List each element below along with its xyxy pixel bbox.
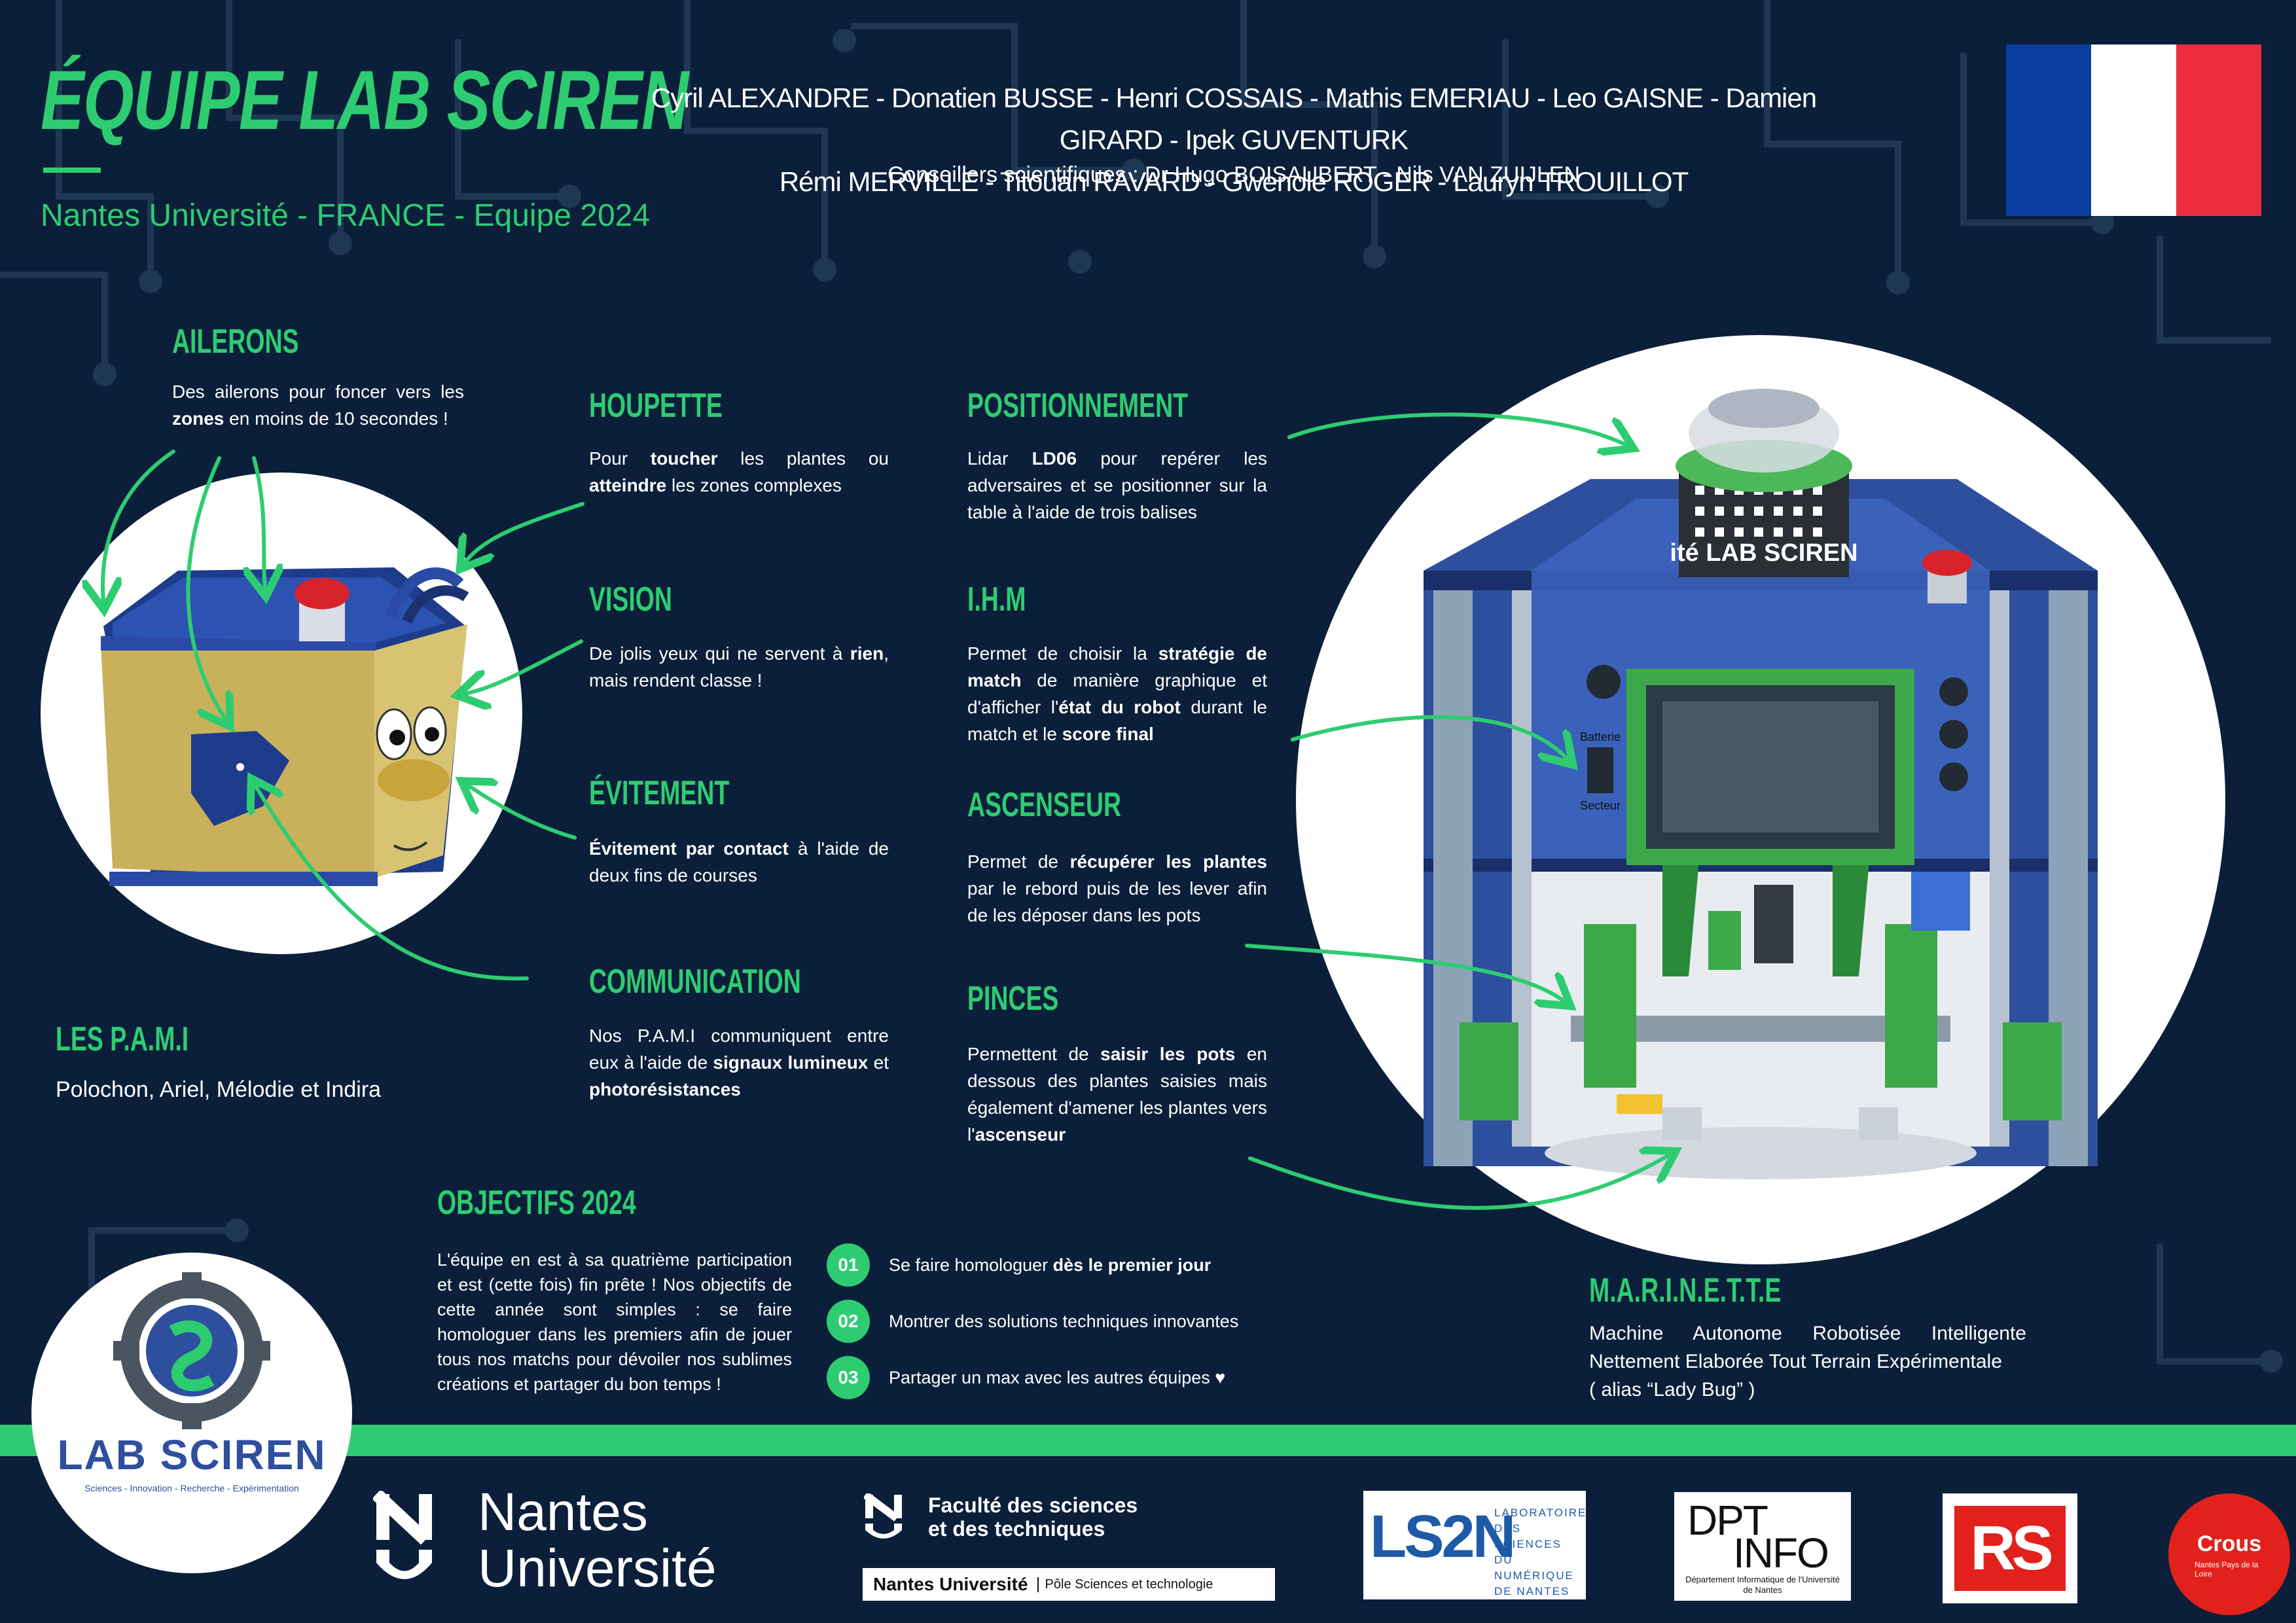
fst-bar-text-1: Nantes Université [873, 1574, 1028, 1594]
info-text: INFO [1733, 1529, 1829, 1577]
team-members: Cyril ALEXANDRE - Donatien BUSSE - Henri… [602, 77, 1865, 203]
members-line-2: Rémi MERVILLE - Titouan RAVARD - Gwenole… [779, 166, 1689, 197]
dpt-text: DPT [1687, 1497, 1768, 1544]
rs-logo-text: RS [1954, 1506, 2066, 1591]
fst-text-line-1: Faculté des sciences [928, 1493, 1138, 1517]
dpt-info-logo: DPT INFO Département Informatique de l'U… [1674, 1492, 1851, 1601]
section-title-houpette: HOUPETTE [589, 387, 723, 425]
fst-bar-text-2: Pôle Sciences et technologie [1037, 1577, 1213, 1592]
flag-red-stripe [2176, 45, 2261, 216]
marinette-line-1: Machine Autonome Robotisée Intelligente [1589, 1323, 2026, 1344]
objective-text-3: Partager un max avec les autres équipes … [889, 1368, 1226, 1387]
page-title: ÉQUIPE LAB SCIREN [41, 54, 689, 147]
fst-bar: Nantes Université Pôle Sciences et techn… [863, 1568, 1275, 1601]
section-text-positionnement: Lidar LD06 pour repérer les adversaires … [967, 448, 1267, 522]
section-text-pami: Polochon, Ariel, Mélodie et Indira [56, 1077, 382, 1102]
marinette-robot-illustration: Batterie Secteur ité LAB SCIREN [1424, 389, 2098, 1179]
section-text-pinces: Permettent de saisir les pots en dessous… [967, 1044, 1267, 1145]
flag-blue-stripe [2006, 45, 2091, 216]
ls2n-logo: LS2N LABORATOIRE DES SCIENCES DU NUMÉRIQ… [1363, 1491, 1586, 1599]
french-flag [2006, 45, 2261, 216]
page-subtitle: Nantes Université - FRANCE - Equipe 2024 [41, 198, 651, 233]
section-text-marinette: Machine Autonome Robotisée Intelligente … [1589, 1319, 2026, 1404]
section-title-evitement: ÉVITEMENT [589, 774, 730, 812]
section-text-evitement: Évitement par contact à l'aide de deux f… [589, 838, 889, 885]
section-text-ailerons: Des ailerons pour foncer vers les zones … [172, 382, 464, 429]
members-line-1: Cyril ALEXANDRE - Donatien BUSSE - Henri… [651, 82, 1817, 155]
section-title-positionnement: POSITIONNEMENT [967, 387, 1188, 425]
section-title-ailerons: AILERONS [172, 323, 299, 361]
section-title-communication: COMMUNICATION [589, 963, 801, 1001]
section-title-ihm: I.H.M [967, 580, 1026, 618]
batterie-label: Batterie [1580, 730, 1621, 743]
section-title-objectifs: OBJECTIFS 2024 [437, 1184, 636, 1222]
objective-text-2: Montrer des solutions techniques innovan… [889, 1311, 1239, 1331]
objective-text-1: Se faire homologuer dès le premier jour [889, 1255, 1211, 1275]
fst-text-line-2: et des techniques [928, 1517, 1105, 1541]
ls2n-logo-subtext: LABORATOIRE DES SCIENCES DU NUMÉRIQUE DE… [1494, 1507, 1587, 1597]
crous-logo-subtext: Nantes Pays de la Loire [2195, 1560, 2259, 1578]
objective-number-3: 03 [827, 1356, 870, 1399]
section-title-vision: VISION [589, 580, 672, 618]
ls2n-logo-text: LS2N [1370, 1503, 1516, 1570]
rs-logo: RS [1943, 1493, 2077, 1603]
fst-logo-icon [864, 1493, 902, 1539]
section-title-pinces: PINCES [967, 980, 1059, 1018]
marinette-line-3: ( alias “Lady Bug” ) [1589, 1379, 1755, 1400]
scientific-advisors: Conseillers scientifiques : Dr Hugo BOIS… [887, 162, 1581, 187]
crous-logo-text: Crous [2197, 1531, 2262, 1556]
dpt-info-subtext: Département Informatique de l'Université… [1685, 1575, 1840, 1595]
nantes-text: Nantes [478, 1482, 648, 1542]
objective-number-1: 01 [827, 1243, 870, 1287]
section-text-objectifs: L'équipe en est à sa quatrième participa… [437, 1250, 792, 1394]
marinette-line-2: Nettement Elaborée Tout Terrain Expérime… [1589, 1351, 2002, 1372]
section-title-ascenseur: ASCENSEUR [967, 786, 1122, 824]
labsciren-logo-tagline: Sciences - Innovation - Recherche - Expé… [84, 1483, 299, 1493]
flag-white-stripe [2091, 45, 2176, 216]
labsciren-logo-text: LAB SCIREN [57, 1431, 327, 1478]
section-text-ascenseur: Permet de récupérer les plantes par le r… [967, 851, 1267, 925]
title-underline [43, 168, 101, 173]
secteur-label: Secteur [1580, 799, 1621, 812]
section-text-houpette: Pour toucher les plantes ou atteindre le… [589, 448, 889, 495]
universite-text: Université [478, 1539, 717, 1598]
section-title-pami: LES P.A.M.I [56, 1020, 189, 1058]
fst-logo-text: Faculté des sciences et des techniques [928, 1493, 1138, 1541]
objective-number-2: 02 [827, 1300, 870, 1343]
labsciren-logo-gear [113, 1272, 270, 1429]
section-text-communication: Nos P.A.M.I communiquent entre eux à l'a… [589, 1026, 889, 1099]
nantes-universite-logo-text: Nantes Université [478, 1484, 717, 1597]
crous-logo: Crous Nantes Pays de la Loire [2168, 1493, 2290, 1615]
footer-green-band [0, 1425, 2296, 1456]
nantes-universite-logo-icon [373, 1491, 432, 1579]
section-text-vision: De jolis yeux qui ne servent à rien, mai… [589, 643, 889, 690]
section-title-marinette: M.A.R.I.N.E.T.T.E [1589, 1272, 1782, 1310]
robot-badge: ité LAB SCIREN [1670, 539, 1857, 567]
section-text-ihm: Permet de choisir la stratégie de match … [967, 643, 1268, 744]
